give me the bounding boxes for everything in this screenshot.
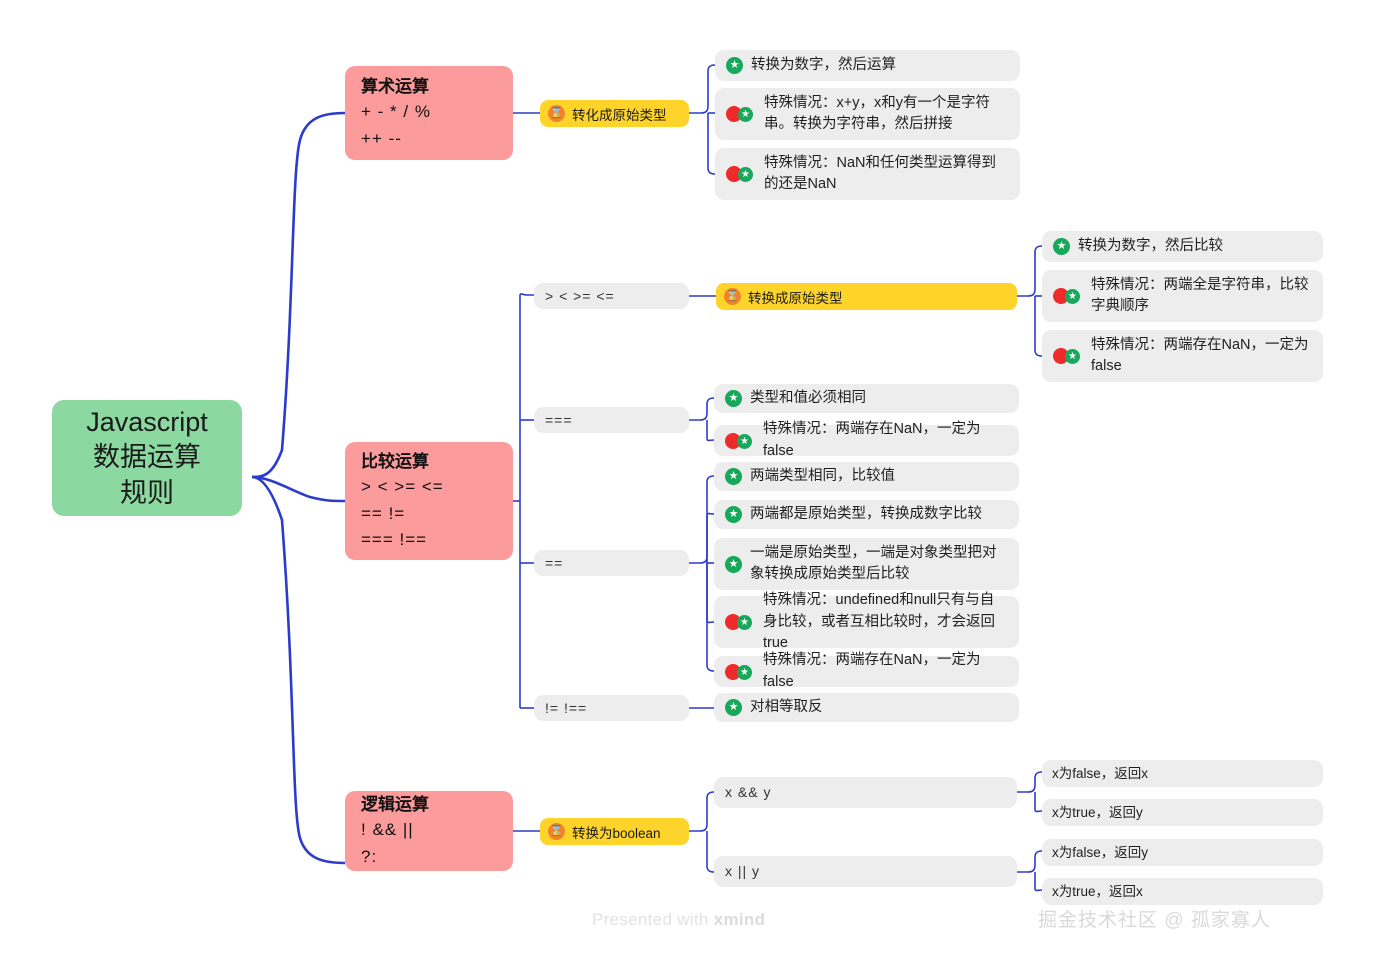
branch-arithmetic-title: 算术运算 (361, 76, 429, 96)
group-label: === (545, 411, 573, 428)
branch-comparison-title: 比较运算 (361, 451, 429, 471)
leaf-node[interactable]: ★ 特殊情况：NaN和任何类型运算得到的还是NaN (715, 148, 1020, 200)
red-star-icon: ★ (725, 613, 755, 631)
branch-comparison[interactable]: 比较运算 > < >= <= == != === !== (345, 442, 513, 560)
star-icon: ★ (725, 390, 742, 407)
leaf-node[interactable]: x为false，返回x (1042, 760, 1323, 787)
group-logical-or[interactable]: x || y (714, 856, 1017, 887)
star-icon: ★ (725, 506, 742, 523)
group-label: > < >= <= (545, 287, 615, 304)
leaf-text: 类型和值必须相同 (750, 390, 866, 406)
branch-comparison-operators: > < >= <= == != === !== (361, 477, 444, 549)
group-inequality[interactable]: != !== (534, 695, 689, 721)
group-strict-equality[interactable]: === (534, 407, 689, 433)
leaf-text: x为true，返回y (1052, 804, 1143, 820)
leaf-text: x为false，返回x (1052, 765, 1149, 781)
leaf-text: 特殊情况：两端存在NaN，一定为false (763, 652, 981, 690)
xmind-watermark: Presented with xmind (592, 910, 765, 930)
branch-arithmetic[interactable]: 算术运算 + - * / % ++ -- (345, 66, 513, 160)
leaf-text: 转换为数字，然后比较 (1078, 238, 1223, 254)
branch-logical-title: 逻辑运算 (361, 794, 429, 814)
xmind-watermark-prefix: Presented with (592, 910, 714, 929)
leaf-node[interactable]: ★ 特殊情况：x+y，x和y有一个是字符串。转换为字符串，然后拼接 (715, 88, 1020, 140)
leaf-node[interactable]: ★ 类型和值必须相同 (714, 384, 1019, 413)
red-star-icon: ★ (1053, 287, 1083, 305)
group-label: == (545, 554, 564, 571)
star-icon: ★ (725, 699, 742, 716)
group-logical-and[interactable]: x && y (714, 777, 1017, 808)
red-star-icon: ★ (726, 165, 756, 183)
leaf-node[interactable]: ★ 对相等取反 (714, 693, 1019, 722)
leaf-text: 一端是原始类型，一端是对象类型把对象转换成原始类型后比较 (750, 544, 997, 582)
leaf-node[interactable]: ★ 特殊情况：两端存在NaN，一定为false (714, 421, 1019, 459)
convert-node-logical[interactable]: ⌛ 转换为boolean (540, 818, 689, 845)
leaf-text: 特殊情况：两端全是字符串，比较字典顺序 (1091, 276, 1309, 314)
leaf-node[interactable]: ★ 特殊情况：两端存在NaN，一定为false (714, 652, 1019, 690)
branch-logical[interactable]: 逻辑运算 ! && || ?: (345, 791, 513, 871)
group-loose-equality[interactable]: == (534, 550, 689, 576)
hourglass-icon: ⌛ (548, 105, 565, 122)
red-star-icon: ★ (725, 432, 755, 450)
leaf-node[interactable]: ★ 一端是原始类型，一端是对象类型把对象转换成原始类型后比较 (714, 538, 1019, 590)
group-label: x && y (725, 784, 772, 801)
juejin-watermark: 掘金技术社区 @ 孤家寡人 (1038, 910, 1271, 931)
leaf-text: x为true，返回x (1052, 883, 1143, 899)
root-node[interactable]: Javascript 数据运算 规则 (52, 400, 242, 516)
convert-node-relational[interactable]: ⌛ 转换成原始类型 (716, 283, 1017, 310)
leaf-node[interactable]: ★ 转换为数字，然后比较 (1042, 231, 1323, 262)
leaf-text: x为false，返回y (1052, 844, 1149, 860)
leaf-text: 特殊情况：x+y，x和y有一个是字符串。转换为字符串，然后拼接 (764, 94, 990, 132)
xmind-watermark-brand: xmind (713, 910, 766, 929)
convert-node-arithmetic[interactable]: ⌛ 转化成原始类型 (540, 100, 689, 127)
leaf-node[interactable]: ★ 转换为数字，然后运算 (715, 50, 1020, 81)
leaf-node[interactable]: ★ 两端都是原始类型，转换成数字比较 (714, 500, 1019, 529)
leaf-node[interactable]: x为false，返回y (1042, 839, 1323, 866)
leaf-node[interactable]: ★ 特殊情况：两端全是字符串，比较字典顺序 (1042, 270, 1323, 322)
leaf-text: 两端都是原始类型，转换成数字比较 (750, 506, 982, 522)
leaf-node[interactable]: x为true，返回y (1042, 799, 1323, 826)
root-label: Javascript 数据运算 规则 (86, 406, 208, 508)
branch-logical-operators: ! && || ?: (361, 820, 414, 866)
hourglass-icon: ⌛ (548, 823, 565, 840)
leaf-node[interactable]: ★ 特殊情况：两端存在NaN，一定为false (1042, 330, 1323, 382)
group-relational-operators[interactable]: > < >= <= (534, 283, 689, 309)
star-icon: ★ (1053, 238, 1070, 255)
hourglass-icon: ⌛ (724, 288, 741, 305)
convert-node-arithmetic-label: 转化成原始类型 (572, 107, 667, 123)
leaf-text: 对相等取反 (750, 699, 823, 715)
group-label: x || y (725, 863, 761, 880)
group-label: != !== (545, 699, 588, 716)
leaf-text: 特殊情况：两端存在NaN，一定为false (1091, 336, 1309, 374)
convert-node-relational-label: 转换成原始类型 (748, 290, 843, 306)
leaf-node[interactable]: ★ 特殊情况：undefined和null只有与自身比较，或者互相比较时，才会返… (714, 592, 1019, 651)
leaf-text: 特殊情况：NaN和任何类型运算得到的还是NaN (764, 154, 997, 192)
leaf-text: 两端类型相同，比较值 (750, 468, 895, 484)
red-star-icon: ★ (1053, 347, 1083, 365)
leaf-text: 转换为数字，然后运算 (751, 57, 896, 73)
star-icon: ★ (726, 57, 743, 74)
branch-arithmetic-operators: + - * / % ++ -- (361, 102, 431, 148)
red-star-icon: ★ (725, 663, 755, 681)
leaf-node[interactable]: x为true，返回x (1042, 878, 1323, 905)
star-icon: ★ (725, 555, 742, 573)
leaf-text: 特殊情况：undefined和null只有与自身比较，或者互相比较时，才会返回t… (763, 592, 995, 651)
convert-node-logical-label: 转换为boolean (572, 825, 661, 841)
red-star-icon: ★ (726, 105, 756, 123)
star-icon: ★ (725, 468, 742, 485)
leaf-text: 特殊情况：两端存在NaN，一定为false (763, 421, 981, 459)
leaf-node[interactable]: ★ 两端类型相同，比较值 (714, 462, 1019, 491)
